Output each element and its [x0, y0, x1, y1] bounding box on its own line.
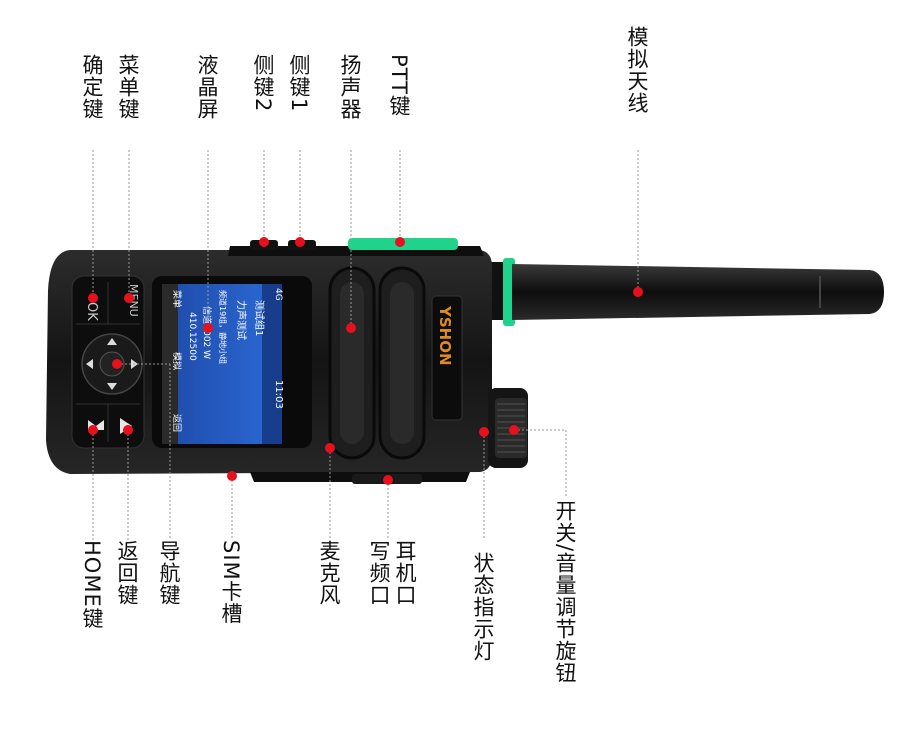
group-text: 测试组1	[253, 300, 266, 336]
menu-key-label: MENU	[127, 284, 140, 317]
marker-speaker	[346, 323, 356, 333]
lcd-screen: 4G 11:03 测试组1 力声测试 频道19组，静地小组 信道 -002 W …	[152, 276, 312, 448]
label-speaker: 扬声器	[338, 54, 362, 120]
marker-ok	[88, 293, 98, 303]
marker-mic	[325, 443, 335, 453]
svg-text:OK: OK	[84, 302, 99, 321]
marker-side-key-2	[259, 237, 269, 247]
label-status-led: 状态指示灯	[471, 552, 495, 662]
markers	[88, 237, 643, 485]
label-earphone-port: 耳机口 写频口	[367, 540, 417, 606]
keypad: OK MENU	[71, 275, 145, 449]
label-nav-key: 导航键	[157, 540, 181, 606]
label-ptt: PTT键	[387, 54, 411, 117]
soft-left-text: 菜单	[171, 290, 183, 308]
power-volume-knob	[488, 388, 528, 468]
marker-nav	[112, 359, 122, 369]
label-home-key: HOME键	[80, 540, 104, 630]
antenna	[484, 258, 884, 326]
label-ok-key: 确定键	[80, 54, 104, 120]
label-menu-key: 菜单键	[116, 54, 140, 120]
contact-text: 力声测试	[235, 300, 248, 340]
label-sim-slot: SIM卡槽	[219, 540, 243, 625]
frequency-text: 410.12500	[187, 312, 197, 361]
group-line-text: 频道19组，静地小组	[218, 290, 228, 364]
soft-mid-text: 模拟	[171, 352, 183, 370]
label-back-key: 返回键	[115, 540, 139, 606]
label-antenna: 模拟天线	[625, 26, 649, 114]
brand-plate: YSHON	[431, 295, 463, 421]
leader-lines	[92, 150, 639, 540]
time-text: 11:03	[273, 380, 284, 409]
marker-antenna	[633, 287, 643, 297]
marker-back	[123, 425, 133, 435]
marker-earphone	[383, 475, 393, 485]
marker-menu	[124, 293, 134, 303]
marker-sim	[227, 471, 237, 481]
marker-home	[88, 425, 98, 435]
label-side-key-2: 侧键2	[251, 54, 275, 113]
soft-right-text: 返回	[171, 414, 183, 432]
brand-logo: YSHON	[436, 305, 454, 366]
marker-ptt	[395, 237, 405, 247]
label-lcd: 液晶屏	[195, 54, 219, 120]
speaker-grille	[328, 266, 426, 460]
signal-text: 4G	[273, 288, 283, 301]
marker-side-key-1	[295, 237, 305, 247]
label-side-key-1: 侧键1	[287, 54, 311, 113]
label-mic: 麦克风	[317, 540, 341, 606]
marker-knob	[509, 425, 519, 435]
label-power-knob: 开关/音量调节旋钮	[553, 500, 577, 685]
marker-led	[479, 427, 489, 437]
marker-lcd	[203, 323, 213, 333]
